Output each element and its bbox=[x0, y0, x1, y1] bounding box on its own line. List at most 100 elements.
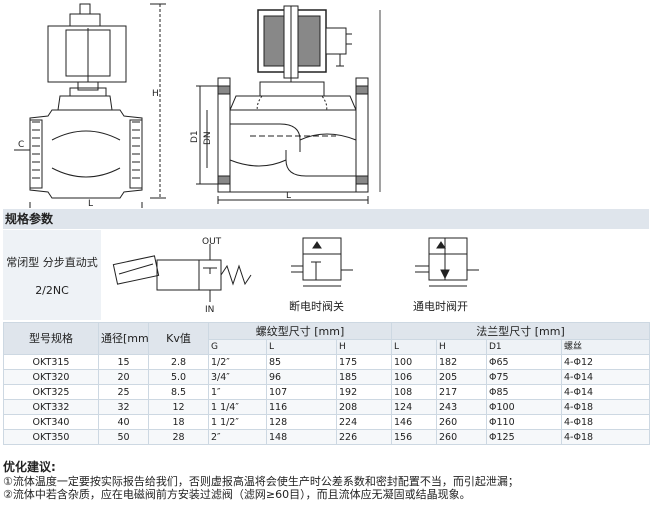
table-cell: 4-Φ18 bbox=[560, 399, 651, 415]
table-cell: 1/2″ bbox=[208, 354, 267, 370]
col-header-l: L bbox=[266, 339, 337, 355]
port-out-label: OUT bbox=[202, 237, 222, 247]
table-cell: Φ85 bbox=[486, 384, 562, 400]
note-line-1: ①流体温度一定要按实际报告给我们，否则虚报高温将会使生产时公差系数和密封配置不当… bbox=[3, 474, 519, 488]
table-cell: 28 bbox=[148, 429, 209, 445]
table-cell: OKT315 bbox=[3, 354, 99, 370]
caption-power-off: 断电时阀关 bbox=[289, 299, 344, 313]
dim-label-dn: DN bbox=[203, 131, 213, 145]
table-cell: Φ110 bbox=[486, 414, 562, 430]
table-cell: 40 bbox=[98, 414, 149, 430]
col-header-bore: 通径[mm] bbox=[98, 322, 149, 355]
table-cell: OKT332 bbox=[3, 399, 99, 415]
table-cell: 146 bbox=[391, 414, 437, 430]
table-cell: 3/4″ bbox=[208, 369, 267, 385]
threaded-valve-drawing bbox=[14, 3, 166, 208]
table-cell: OKT325 bbox=[3, 384, 99, 400]
table-cell: OKT320 bbox=[3, 369, 99, 385]
port-in-label: IN bbox=[205, 305, 214, 315]
dim-label-h: H bbox=[152, 89, 159, 99]
table-cell: 4-Φ18 bbox=[560, 414, 651, 430]
col-header-screw: 螺丝 bbox=[560, 339, 651, 355]
col-header-model: 型号规格 bbox=[3, 322, 99, 355]
table-cell: 192 bbox=[336, 384, 392, 400]
valve-closed-symbol-icon bbox=[291, 237, 353, 287]
table-cell: 182 bbox=[436, 354, 487, 370]
iso-valve-symbol-icon bbox=[112, 244, 252, 302]
table-cell: 12 bbox=[148, 399, 209, 415]
valve-symbol-row: 常闭型 分步直动式 2/2NC bbox=[3, 230, 649, 320]
notes-title: 优化建议: bbox=[3, 460, 56, 474]
caption-power-on: 通电时阀开 bbox=[413, 299, 468, 313]
table-cell: 108 bbox=[391, 384, 437, 400]
table-cell: 124 bbox=[391, 399, 437, 415]
table-cell: 96 bbox=[266, 369, 337, 385]
col-header-flange-h: H bbox=[436, 339, 487, 355]
table-cell: 128 bbox=[266, 414, 337, 430]
table-cell: 224 bbox=[336, 414, 392, 430]
table-cell: 100 bbox=[391, 354, 437, 370]
col-header-d1: D1 bbox=[486, 339, 562, 355]
table-cell: 4-Φ12 bbox=[560, 354, 651, 370]
table-cell: 175 bbox=[336, 354, 392, 370]
table-cell: 107 bbox=[266, 384, 337, 400]
valve-open-symbol-icon bbox=[415, 237, 479, 287]
table-cell: 4-Φ14 bbox=[560, 369, 651, 385]
table-cell: 1 1/4″ bbox=[208, 399, 267, 415]
col-header-kv: Kv值 bbox=[148, 322, 209, 355]
valve-drawings: H C L D1 DN L bbox=[14, 3, 381, 208]
table-cell: OKT350 bbox=[3, 429, 99, 445]
table-cell: 4-Φ18 bbox=[560, 429, 651, 445]
table-cell: 226 bbox=[336, 429, 392, 445]
table-cell: 1″ bbox=[208, 384, 267, 400]
col-header-thread-dims: 螺纹型尺寸 [mm] bbox=[208, 322, 392, 340]
dim-label-l-left: L bbox=[88, 199, 93, 208]
dim-label-c: C bbox=[18, 140, 24, 150]
table-cell: Φ125 bbox=[486, 429, 562, 445]
table-cell: Φ65 bbox=[486, 354, 562, 370]
table-cell: 2.8 bbox=[148, 354, 209, 370]
col-header-flange-l: L bbox=[391, 339, 437, 355]
valve-type-label: 常闭型 分步直动式 bbox=[6, 256, 98, 269]
col-header-h: H bbox=[336, 339, 392, 355]
table-cell: 4-Φ14 bbox=[560, 384, 651, 400]
table-cell: Φ100 bbox=[486, 399, 562, 415]
table-cell: 18 bbox=[148, 414, 209, 430]
dim-label-l: L bbox=[286, 191, 291, 201]
col-header-g: G bbox=[208, 339, 267, 355]
table-cell: 5.0 bbox=[148, 369, 209, 385]
valve-symbols: OUT IN 断电时阀关 通电时阀开 bbox=[112, 237, 479, 315]
table-cell: Φ75 bbox=[486, 369, 562, 385]
table-cell: 1 1/2″ bbox=[208, 414, 267, 430]
section-title-specs: 规格参数 bbox=[3, 209, 649, 229]
note-line-2: ②流体中若含杂质，应在电磁阀前方安装过滤阀（滤网≥60目），而且流体应无凝固或结… bbox=[3, 488, 471, 501]
table-cell: 25 bbox=[98, 384, 149, 400]
table-cell: 205 bbox=[436, 369, 487, 385]
table-cell: 260 bbox=[436, 429, 487, 445]
col-header-flange-dims: 法兰型尺寸 [mm] bbox=[390, 322, 651, 340]
table-cell: 116 bbox=[266, 399, 337, 415]
table-cell: 260 bbox=[436, 414, 487, 430]
table-cell: 50 bbox=[98, 429, 149, 445]
table-cell: OKT340 bbox=[3, 414, 99, 430]
table-cell: 20 bbox=[98, 369, 149, 385]
valve-type-cell: 常闭型 分步直动式 2/2NC bbox=[3, 230, 101, 320]
table-cell: 148 bbox=[266, 429, 337, 445]
spec-table: 型号规格 通径[mm] Kv值 螺纹型尺寸 [mm] 法兰型尺寸 [mm] G … bbox=[3, 322, 651, 445]
table-cell: 208 bbox=[336, 399, 392, 415]
table-cell: 106 bbox=[391, 369, 437, 385]
table-cell: 185 bbox=[336, 369, 392, 385]
table-cell: 32 bbox=[98, 399, 149, 415]
dim-label-d1: D1 bbox=[190, 130, 200, 143]
flanged-valve-drawing bbox=[196, 5, 381, 204]
table-cell: 15 bbox=[98, 354, 149, 370]
table-cell: 85 bbox=[266, 354, 337, 370]
valve-type-code: 2/2NC bbox=[35, 284, 69, 297]
table-cell: 243 bbox=[436, 399, 487, 415]
